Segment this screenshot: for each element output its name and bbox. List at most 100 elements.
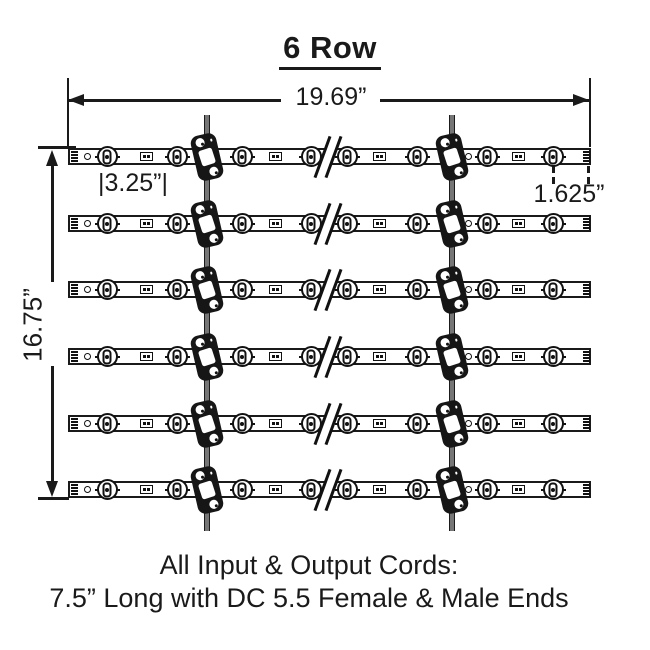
led-wing (474, 222, 479, 225)
dc-connector-module (189, 331, 225, 383)
resistor-pad (146, 488, 150, 491)
led-wing (425, 222, 430, 225)
resistor-pad (518, 288, 522, 291)
resistor-pad (375, 355, 379, 358)
strip-endcap-icon (70, 484, 78, 495)
led-icon (474, 346, 500, 367)
led-wing (115, 288, 120, 291)
led-wing (94, 155, 99, 158)
led-wing (404, 222, 409, 225)
resistor-icon (511, 419, 525, 428)
module-mini-dot (209, 138, 213, 142)
module-mini-dot (209, 471, 213, 475)
screw-hole-icon (194, 137, 206, 149)
resistor-icon (511, 485, 525, 494)
led-center-dot (551, 221, 555, 226)
module-mini-dot (209, 338, 213, 342)
module-window (197, 147, 217, 167)
led-wing (94, 422, 99, 425)
resistor-pad (142, 222, 146, 225)
led-icon (229, 346, 255, 367)
led-center-dot (485, 354, 489, 359)
led-wing (115, 355, 120, 358)
resistor-icon (372, 485, 386, 494)
led-wing (334, 222, 339, 225)
strip-endcap-icon (582, 484, 590, 495)
resistor-pad (518, 222, 522, 225)
endcap-bar (70, 487, 78, 489)
resistor-icon (268, 419, 282, 428)
led-wing (495, 355, 500, 358)
strip-row (0, 398, 650, 450)
endcap-bar (70, 154, 78, 156)
led-icon (229, 479, 255, 500)
led-center-dot (345, 287, 349, 292)
led-wing (425, 155, 430, 158)
strip-endcap-icon (70, 284, 78, 295)
resistor-icon (511, 352, 525, 361)
led-wing (474, 355, 479, 358)
screw-hole-icon (208, 298, 220, 310)
screw-hole-icon (439, 137, 451, 149)
led-icon (540, 213, 566, 234)
width-dim-line-left (69, 99, 281, 102)
led-wing (164, 155, 169, 158)
screw-hole-icon (439, 204, 451, 216)
led-wing (355, 288, 360, 291)
end-dim-dash (587, 177, 590, 184)
led-wing (185, 355, 190, 358)
led-icon (164, 213, 190, 234)
endcap-bar (582, 418, 590, 420)
led-wing (185, 422, 190, 425)
led-wing (94, 222, 99, 225)
led-icon (334, 146, 360, 167)
led-wing (561, 155, 566, 158)
led-icon (164, 346, 190, 367)
led-wing (404, 422, 409, 425)
solder-dot-icon (83, 286, 91, 293)
led-wing (229, 155, 234, 158)
screw-hole-icon (194, 470, 206, 482)
resistor-icon (372, 419, 386, 428)
resistor-icon (372, 285, 386, 294)
resistor-pad (146, 422, 150, 425)
led-center-dot (345, 221, 349, 226)
resistor-pad (271, 355, 275, 358)
solder-dot-icon (83, 220, 91, 227)
led-center-dot (175, 154, 179, 159)
led-strip (68, 398, 591, 450)
led-wing (355, 488, 360, 491)
led-wing (229, 288, 234, 291)
screw-hole-icon (453, 165, 465, 177)
endcap-bar (70, 157, 78, 159)
height-dim-line-lower (51, 366, 54, 484)
resistor-pad (271, 488, 275, 491)
endcap-bar (70, 490, 78, 492)
module-mini-dot (454, 471, 458, 475)
led-icon (94, 279, 120, 300)
footer-line1: All Input & Output Cords: (159, 550, 459, 580)
led-center-dot (345, 154, 349, 159)
dc-connector-module (434, 398, 470, 450)
led-wing (229, 422, 234, 425)
arrowhead-down-icon (46, 481, 58, 497)
resistor-pad (379, 488, 383, 491)
led-center-dot (485, 287, 489, 292)
led-wing (334, 422, 339, 425)
led-wing (425, 288, 430, 291)
endcap-bar (70, 227, 78, 229)
led-center-dot (551, 287, 555, 292)
endcap-bar (70, 284, 78, 286)
led-wing (561, 222, 566, 225)
resistor-pad (379, 422, 383, 425)
led-wing (355, 155, 360, 158)
led-icon (334, 279, 360, 300)
endcap-bar (70, 290, 78, 292)
led-center-dot (175, 421, 179, 426)
strip-endcap-icon (582, 151, 590, 162)
endcap-bar (70, 427, 78, 429)
led-wing (164, 488, 169, 491)
strip-row (0, 131, 650, 183)
led-wing (115, 222, 120, 225)
led-wing (474, 288, 479, 291)
